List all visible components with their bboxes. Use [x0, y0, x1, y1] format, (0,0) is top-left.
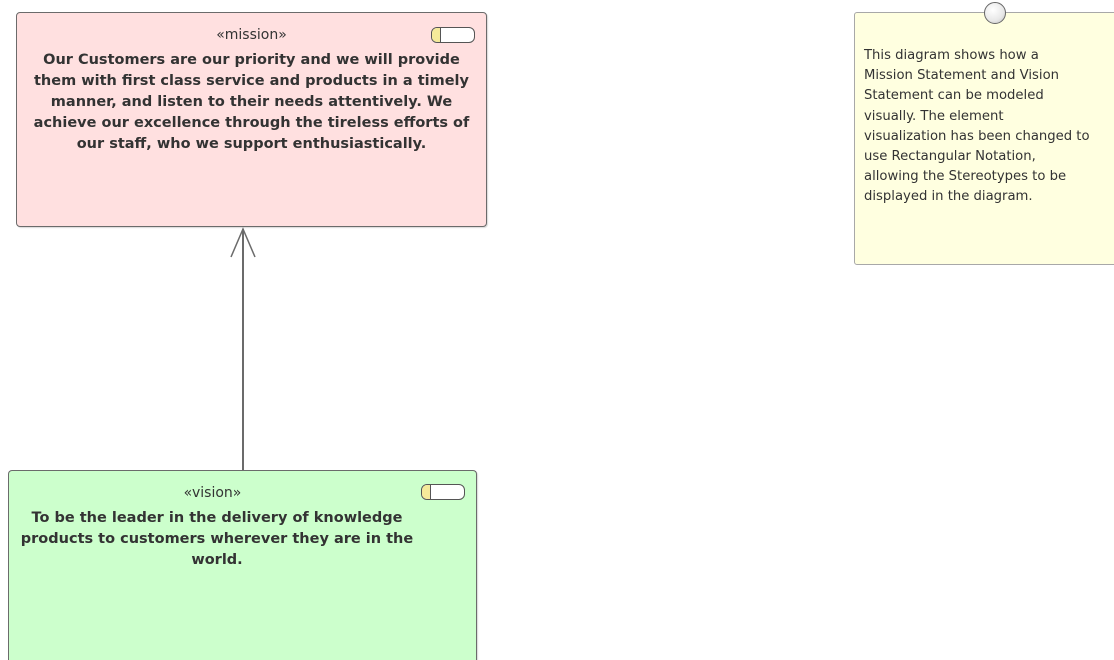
diagram-note[interactable]: This diagram shows how a Mission Stateme… — [854, 12, 1114, 265]
capsule-icon — [421, 484, 465, 500]
note-text: This diagram shows how a Mission Stateme… — [864, 48, 1090, 205]
vision-stereotype: «vision» — [183, 485, 242, 501]
vision-statement-text: To be the leader in the delivery of know… — [20, 510, 414, 568]
capsule-icon — [431, 27, 475, 43]
mission-statement-text: Our Customers are our priority and we wi… — [33, 52, 470, 152]
connector-vision-to-mission[interactable] — [0, 0, 1114, 645]
mission-element[interactable]: «mission» Our Customers are our priority… — [16, 12, 487, 227]
mission-stereotype: «mission» — [216, 27, 287, 43]
open-arrowhead-icon — [230, 227, 256, 258]
circle-icon — [984, 2, 1006, 24]
vision-element[interactable]: «vision» To be the leader in the deliver… — [8, 470, 477, 660]
